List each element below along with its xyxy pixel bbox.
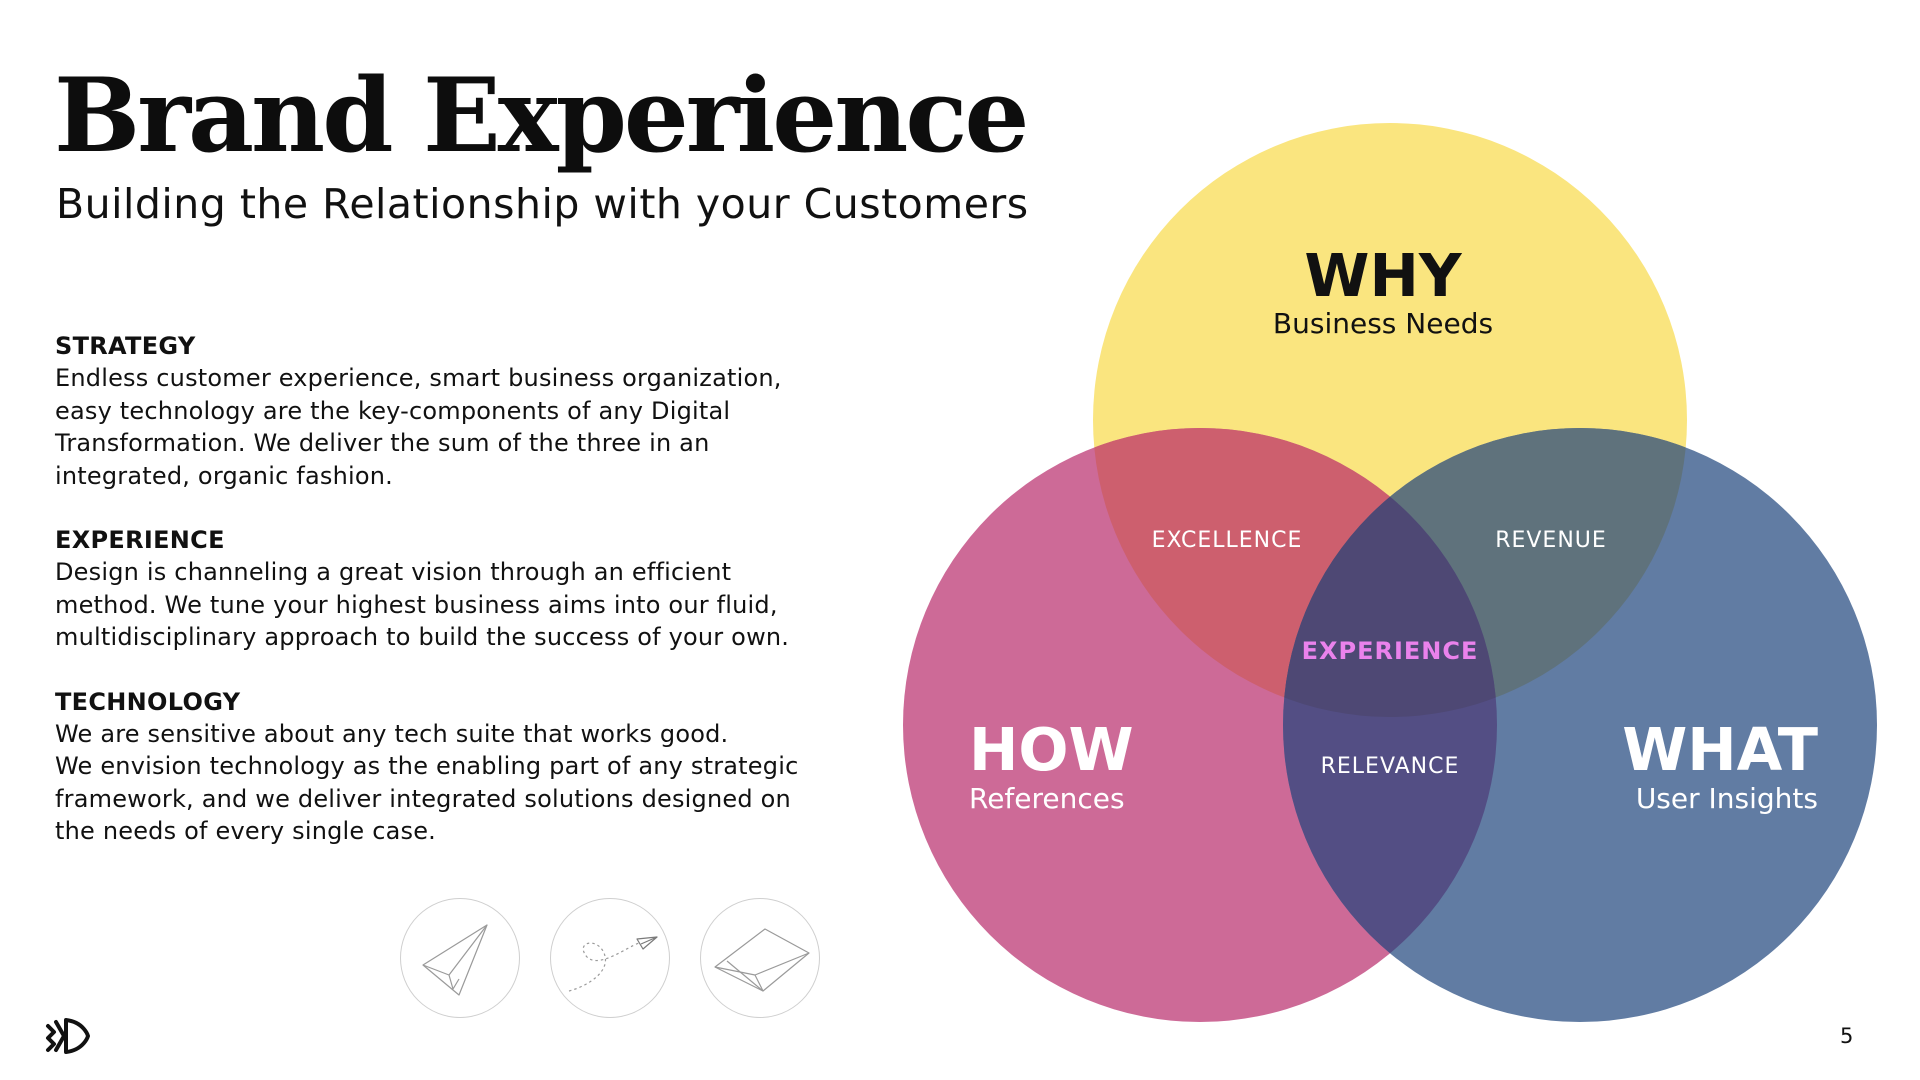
body-line: integrated, organic fashion.	[55, 461, 393, 490]
why-subtitle: Business Needs	[1273, 307, 1493, 340]
how-subtitle: References	[969, 782, 1125, 815]
paper-envelope-icon	[700, 898, 820, 1018]
section-body: Endless customer experience, smart busin…	[55, 362, 875, 492]
how-title: HOW	[969, 715, 1134, 784]
experience-label: EXPERIENCE	[1302, 637, 1479, 665]
body-line: the needs of every single case.	[55, 817, 437, 845]
venn-overlap-experience	[1283, 428, 1497, 717]
body-line: easy technology are the key-components o…	[55, 396, 731, 425]
venn-diagram: WHY Business Needs HOW References WHAT U…	[903, 123, 1877, 1022]
section-experience: EXPERIENCE Design is channeling a great …	[55, 524, 875, 654]
section-strategy: STRATEGY Endless customer experience, sm…	[55, 330, 875, 492]
body-line: Design is channeling a great vision thro…	[55, 558, 732, 586]
what-title: WHAT	[1622, 715, 1818, 784]
text-sections: STRATEGY Endless customer experience, sm…	[55, 330, 875, 880]
what-subtitle: User Insights	[1636, 782, 1818, 815]
page-subtitle: Building the Relationship with your Cust…	[56, 180, 1029, 228]
body-line: Transformation. We deliver the sum of th…	[55, 429, 710, 457]
page-number: 5	[1840, 1024, 1854, 1048]
section-heading: EXPERIENCE	[55, 526, 225, 554]
section-heading: STRATEGY	[55, 332, 196, 360]
body-line: We envision technology as the enabling p…	[55, 752, 799, 780]
revenue-label: REVENUE	[1495, 528, 1607, 553]
section-body: Design is channeling a great vision thro…	[55, 556, 875, 654]
why-title: WHY	[1304, 241, 1462, 310]
section-heading: TECHNOLOGY	[55, 687, 241, 716]
body-line: Endless customer experience, smart busin…	[55, 364, 782, 392]
flight-path-icon	[550, 898, 670, 1018]
section-technology: TECHNOLOGY We are sensitive about any te…	[55, 686, 875, 848]
body-line: We are sensitive about any tech suite th…	[55, 719, 729, 748]
fish-logo-icon	[44, 1016, 90, 1056]
section-body: We are sensitive about any tech suite th…	[55, 718, 875, 848]
excellence-label: EXCELLENCE	[1152, 528, 1303, 553]
body-line: framework, and we deliver integrated sol…	[55, 784, 791, 813]
body-line: multidisciplinary approach to build the …	[55, 623, 790, 651]
page-title: Brand Experience	[54, 56, 1029, 176]
relevance-label: RELEVANCE	[1321, 754, 1460, 779]
body-line: method. We tune your highest business ai…	[55, 590, 778, 619]
paper-plane-icon	[400, 898, 520, 1018]
